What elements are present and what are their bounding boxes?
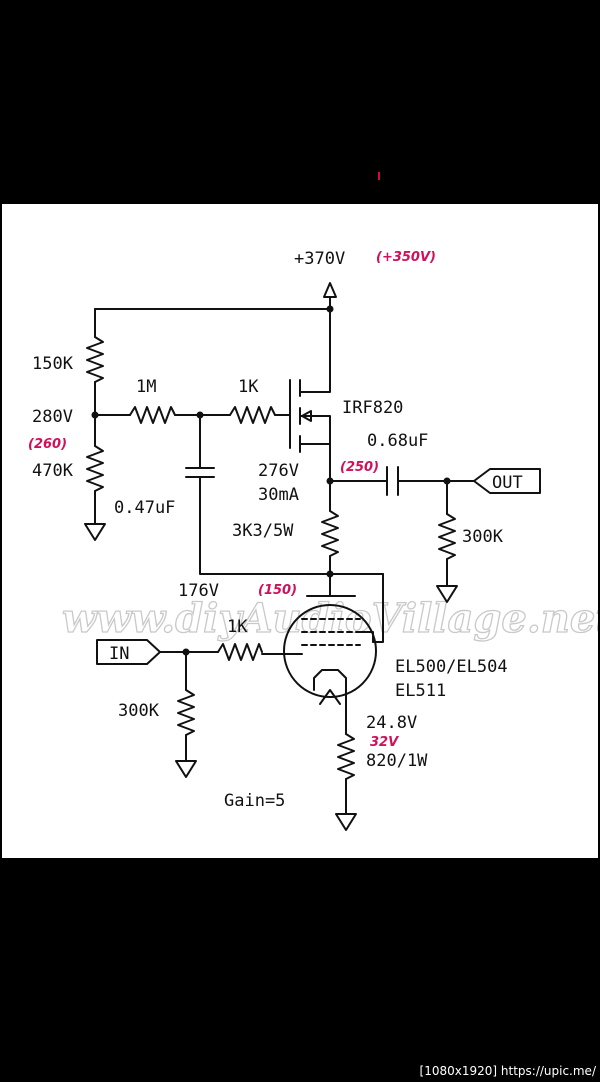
- source-voltage-label: 276V: [258, 461, 299, 481]
- plate-voltage-label: 176V: [178, 581, 219, 601]
- out-label: OUT: [492, 473, 523, 493]
- r1m-label: 1M: [136, 377, 156, 397]
- junction-plate: [326, 570, 334, 578]
- tube-envelope: [283, 604, 377, 698]
- resistor-1k-gate: [229, 406, 276, 424]
- plate-to-screen-wire: [372, 573, 384, 643]
- in-terminal: [96, 639, 161, 665]
- divider-node-voltage: 280V: [32, 407, 73, 427]
- mosfet-part-label: IRF820: [342, 398, 403, 418]
- r3k3-label: 3K3/5W: [232, 521, 294, 541]
- r300k-out-label: 300K: [462, 527, 504, 547]
- gain-label: Gain=5: [224, 791, 285, 811]
- cathode-voltage-label: 24.8V: [366, 713, 417, 733]
- junction-out: [443, 477, 451, 485]
- r1k-grid-label: 1K: [227, 617, 248, 637]
- supply-arrow: [323, 282, 337, 310]
- supply-measured: (+350V): [376, 250, 436, 265]
- junction-divider: [91, 411, 99, 419]
- tube-heater: [319, 689, 341, 705]
- tube-screen-lead: [359, 631, 374, 643]
- supply-to-drain-wire: [304, 308, 331, 393]
- ground-out: [436, 585, 458, 603]
- divider-measured: (260): [28, 437, 67, 452]
- cap-to-plate-wire: [199, 476, 384, 575]
- resistor-3k3: [321, 510, 339, 557]
- r1k-gate-label: 1K: [238, 377, 259, 397]
- plate-measured: (150): [258, 583, 297, 598]
- ground-divider: [84, 523, 106, 541]
- cap-047-label: 0.47uF: [114, 498, 175, 518]
- junction-supply: [326, 305, 334, 313]
- in-label: IN: [109, 644, 129, 664]
- tube-cathode: [313, 669, 347, 691]
- junction-source: [326, 477, 334, 485]
- ground-cathode: [335, 813, 357, 831]
- resistor-470k: [86, 445, 104, 492]
- resistor-1m: [129, 406, 176, 424]
- capacitor-047uf: [185, 467, 215, 478]
- r470k-label: 470K: [32, 461, 74, 481]
- r820-label: 820/1W: [366, 751, 428, 771]
- red-mark: [378, 172, 380, 180]
- tube-type-line1: EL500/EL504: [395, 657, 508, 677]
- resistor-820: [337, 733, 355, 780]
- supply-voltage-label: +370V: [294, 249, 345, 269]
- source-current-label: 30mA: [258, 485, 299, 505]
- junction-input: [182, 648, 190, 656]
- resistor-300k-out: [438, 513, 456, 560]
- r300k-in-label: 300K: [118, 701, 160, 721]
- resistor-150k: [86, 336, 104, 383]
- resistor-1k-grid: [217, 643, 263, 661]
- r150k-label: 150K: [32, 354, 74, 374]
- coupling-cap-label: 0.68uF: [367, 431, 428, 451]
- capacitor-068uf: [386, 466, 399, 496]
- resistor-300k-in: [177, 689, 195, 736]
- mosfet-body-arrow: [301, 410, 312, 422]
- out-terminal: [473, 468, 541, 494]
- tube-grids: [301, 618, 361, 646]
- resolution-footer: [1080x1920] https://upic.me/: [419, 1064, 596, 1078]
- schematic-diagram: www.diyAudioVillage.net: [28, 249, 598, 831]
- source-measured: (250): [340, 460, 379, 475]
- tube-type-line2: EL511: [395, 681, 446, 701]
- junction-gate: [196, 411, 204, 419]
- cathode-measured: 32V: [370, 735, 399, 750]
- ground-in: [175, 760, 197, 778]
- schematic-sheet: www.diyAudioVillage.net: [2, 204, 598, 858]
